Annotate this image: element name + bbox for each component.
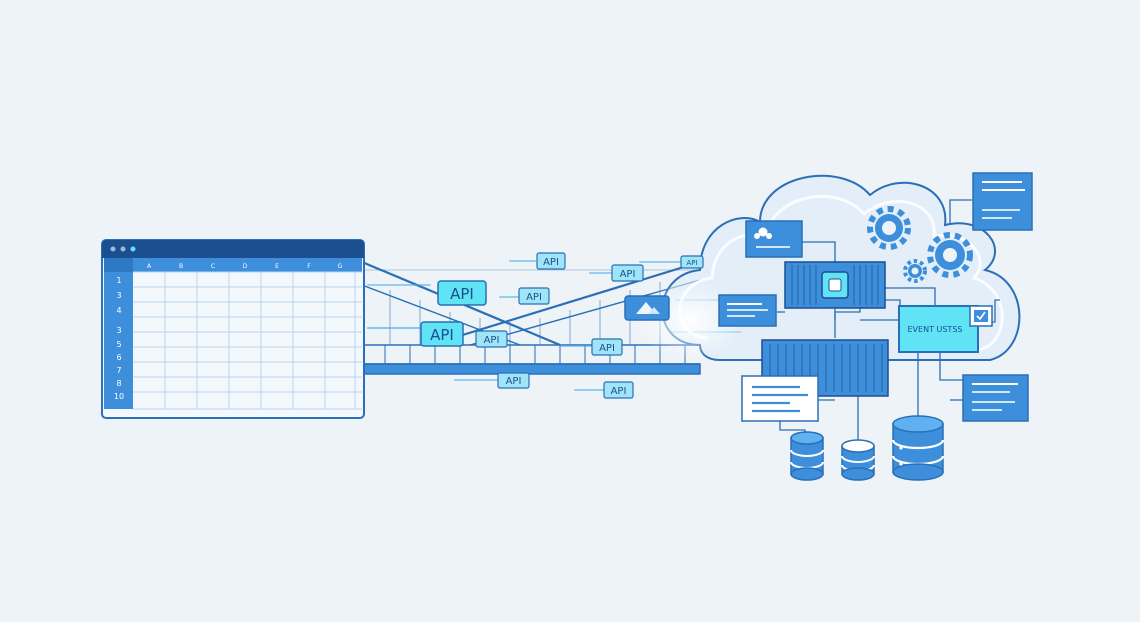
card-text	[972, 172, 1033, 231]
container-top	[784, 261, 886, 309]
row-number: 3	[116, 326, 121, 335]
row-number: 6	[116, 353, 121, 362]
svg-text:API: API	[430, 326, 454, 344]
api-tag: API	[603, 381, 634, 399]
svg-text:API: API	[526, 292, 542, 303]
card-cloud-icon	[745, 220, 803, 258]
api-tag: API	[611, 264, 644, 282]
svg-text:API: API	[484, 335, 500, 346]
gear-icon	[903, 259, 927, 283]
column-header-row	[104, 258, 362, 272]
database-icon	[841, 439, 875, 481]
spreadsheet-window: A B C D E F G 1 3 4 3 5 6 7 8 10	[101, 239, 365, 419]
svg-text:API: API	[599, 343, 615, 354]
column-header: A	[147, 263, 152, 270]
row-number: 1	[116, 276, 121, 285]
gear-icon	[867, 206, 911, 250]
row-header-column	[104, 272, 133, 409]
cell-grid	[133, 271, 362, 410]
deploy-icon	[624, 295, 670, 321]
column-header: C	[211, 263, 215, 270]
card-text	[718, 294, 777, 327]
database-icon	[891, 415, 945, 481]
card-text	[962, 374, 1029, 422]
event-bus-label: EVENT USTSS	[908, 325, 963, 334]
api-tag: API	[591, 338, 623, 356]
column-header: B	[179, 263, 183, 270]
bridge-cable	[429, 260, 701, 347]
api-tag: API	[680, 255, 704, 269]
row-number: 8	[116, 379, 121, 388]
api-tag: API	[497, 372, 530, 389]
event-bus-box: EVENT USTSS	[898, 305, 993, 353]
window-dot	[130, 246, 136, 252]
row-number: 4	[116, 306, 121, 315]
row-number: 3	[116, 291, 121, 300]
svg-text:API: API	[620, 269, 636, 280]
card-text	[741, 375, 819, 422]
bridge-deck	[359, 363, 701, 375]
api-tags: API API API API API API API API	[420, 252, 704, 399]
column-header: G	[338, 263, 343, 270]
svg-text:API: API	[611, 386, 627, 397]
api-tag: API	[518, 287, 550, 305]
row-number: 10	[114, 392, 124, 401]
api-tag: API	[475, 330, 508, 348]
database-icon	[790, 431, 824, 481]
svg-text:API: API	[686, 259, 697, 267]
svg-text:API: API	[506, 376, 522, 387]
row-number: 7	[116, 366, 121, 375]
window-dot	[120, 246, 126, 252]
column-header: D	[243, 263, 248, 270]
api-tag: API	[420, 321, 464, 347]
api-tag: API	[536, 252, 566, 270]
bridge-railing	[384, 345, 686, 364]
window-dot	[110, 246, 116, 252]
api-tag: API	[437, 280, 487, 306]
column-header: E	[275, 263, 279, 270]
svg-text:API: API	[543, 257, 559, 268]
column-header: F	[307, 263, 311, 270]
svg-text:API: API	[450, 285, 474, 303]
gear-icon	[927, 232, 973, 278]
row-number: 5	[116, 340, 121, 349]
